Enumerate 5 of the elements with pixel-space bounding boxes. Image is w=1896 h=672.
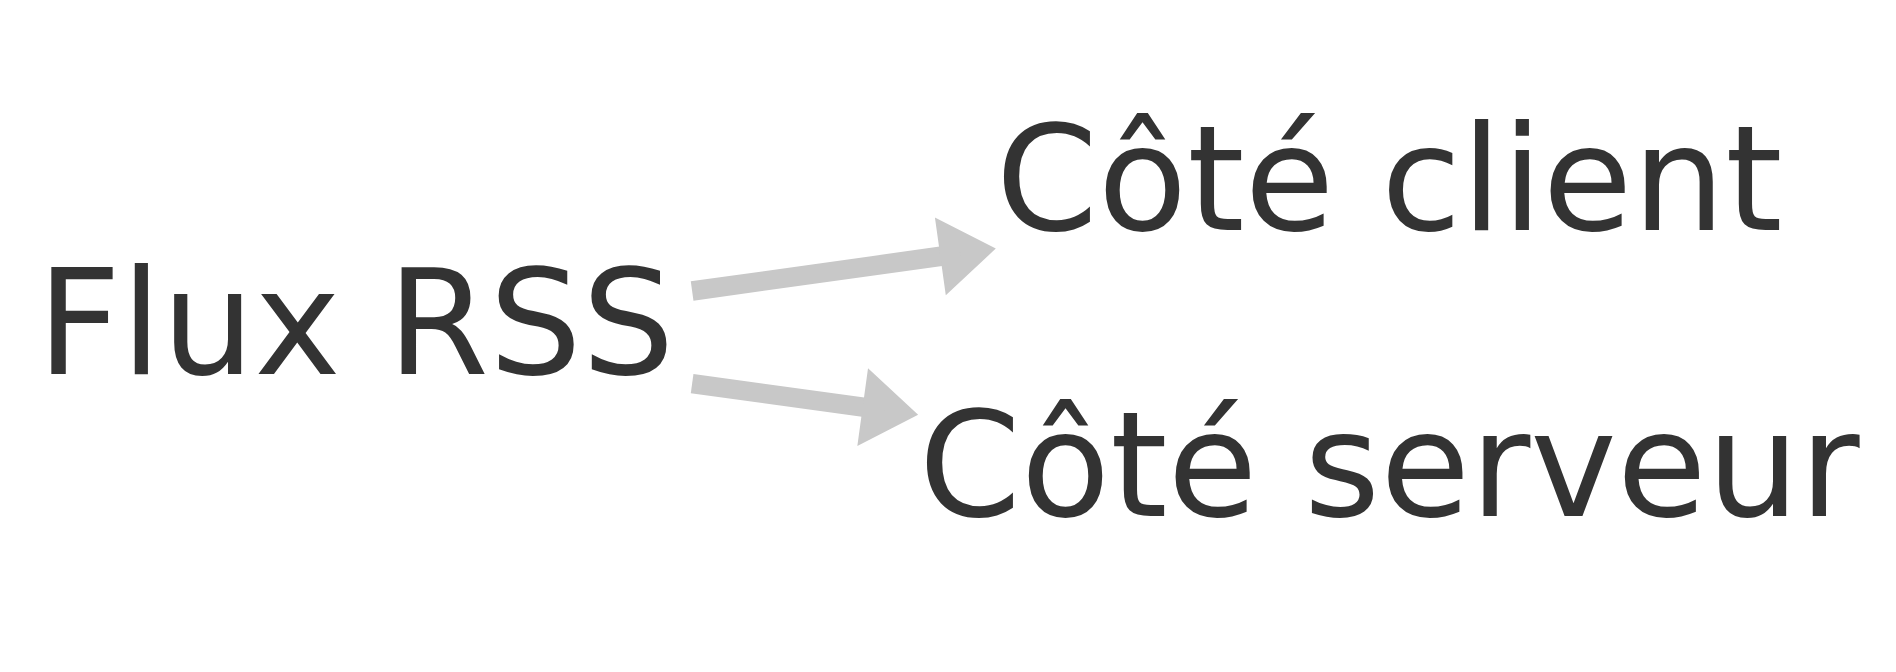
node-text: Côté serveur	[918, 379, 1860, 550]
arrow	[690, 367, 919, 446]
node-text: Côté client	[995, 93, 1783, 264]
node-text: Flux RSS	[36, 237, 675, 408]
arrow	[690, 217, 996, 301]
